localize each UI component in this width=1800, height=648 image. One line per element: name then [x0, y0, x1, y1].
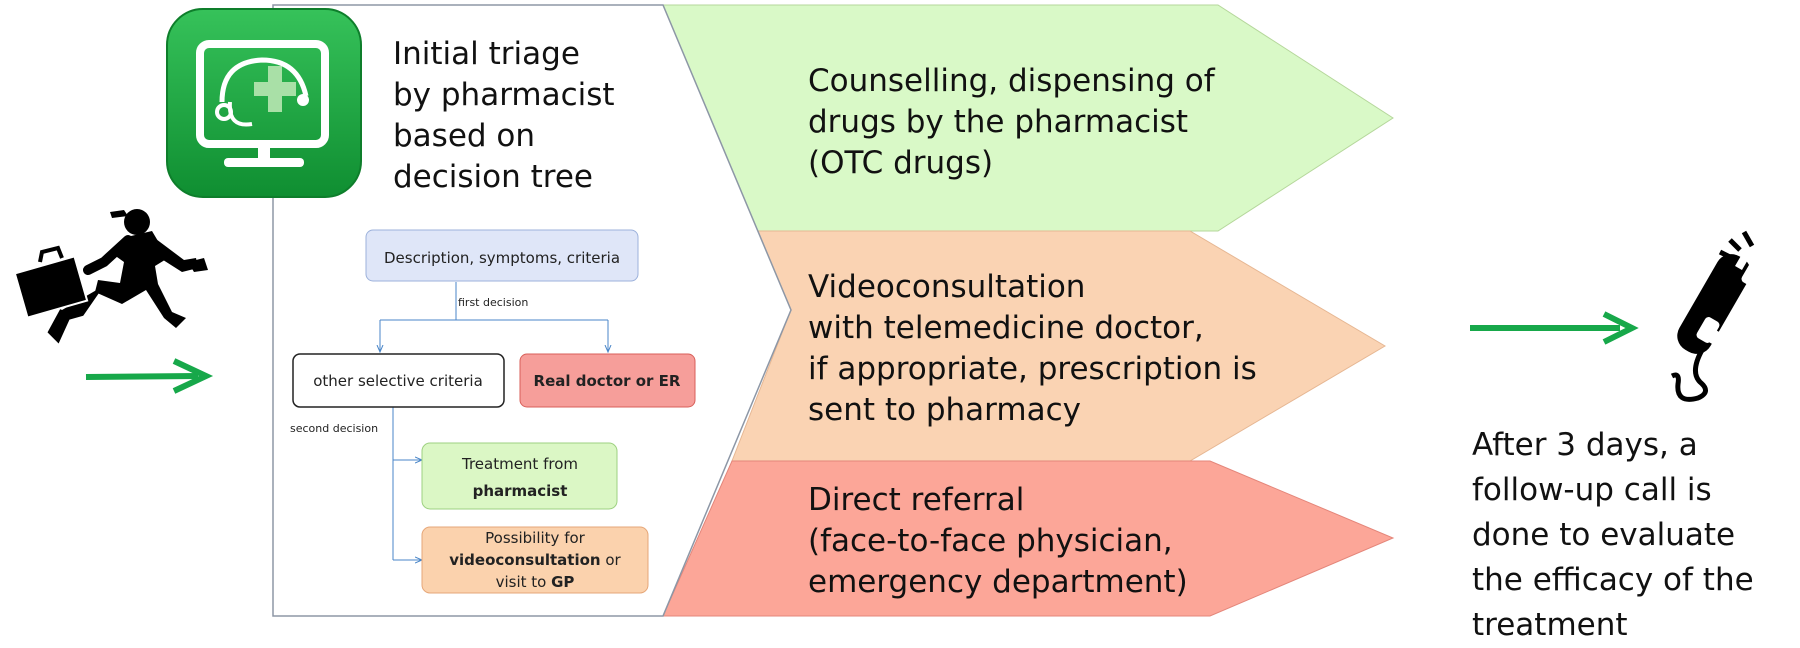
- tree-box-root: Description, symptoms, criteria: [365, 229, 639, 282]
- triage-title: Initial triage by pharmacist based on de…: [393, 36, 624, 195]
- outcome-line: with telemedicine doctor,: [808, 310, 1204, 346]
- tree-video-line1: Possibility for: [485, 529, 585, 547]
- running-businessman-icon: [13, 209, 208, 344]
- tree-video-line2-rest: or: [601, 551, 622, 569]
- tree-real-doctor-label: Real doctor or ER: [534, 372, 681, 390]
- outcome-counselling-text: Counselling, dispensing of drugs by the …: [808, 63, 1225, 181]
- outcome-line: Videoconsultation: [808, 269, 1085, 305]
- tree-connectors: [380, 282, 608, 560]
- outcome-line: drugs by the pharmacist: [808, 104, 1188, 140]
- outcome-videoconsultation-text: Videoconsultation with telemedicine doct…: [808, 269, 1267, 428]
- tree-treatment-line1: Treatment from: [461, 455, 578, 473]
- triage-title-line: by pharmacist: [393, 77, 615, 113]
- tree-video-line2-bold: videoconsultation: [449, 551, 600, 569]
- outcome-line: (face-to-face physician,: [808, 523, 1173, 559]
- telephone-icon: [1670, 230, 1765, 402]
- tree-video-line3: visit to GP: [496, 573, 575, 591]
- arrow-to-followup: [1470, 311, 1639, 345]
- tree-box-other-criteria: other selective criteria: [292, 353, 505, 408]
- telemedicine-monitor-icon: [166, 8, 362, 198]
- tree-treatment-line2: pharmacist: [473, 482, 568, 500]
- tree-box-videoconsultation: Possibility for videoconsultation or vis…: [421, 526, 649, 594]
- second-decision-label: second decision: [290, 422, 378, 435]
- outcome-line: Counselling, dispensing of: [808, 63, 1216, 99]
- tree-box-real-doctor: Real doctor or ER: [519, 353, 696, 408]
- tree-video-line3-pre: visit to: [496, 573, 552, 591]
- tree-other-label: other selective criteria: [313, 372, 483, 390]
- outcome-line: if appropriate, prescription is: [808, 351, 1257, 387]
- triage-panel: [272, 4, 792, 617]
- followup-line: treatment: [1472, 607, 1628, 643]
- followup-line: After 3 days, a: [1472, 427, 1698, 463]
- arrow-to-triage: [85, 358, 214, 394]
- first-decision-label: first decision: [458, 296, 528, 309]
- outcome-line: Direct referral: [808, 482, 1024, 518]
- triage-title-line: based on: [393, 118, 535, 154]
- outcome-line: sent to pharmacy: [808, 392, 1081, 428]
- tree-video-line2: videoconsultation or: [449, 551, 621, 569]
- tree-video-line3-bold: GP: [551, 573, 574, 591]
- triage-title-line: Initial triage: [393, 36, 580, 72]
- followup-text: After 3 days, a follow-up call is done t…: [1472, 423, 1800, 648]
- triage-title-line: decision tree: [393, 159, 593, 195]
- tree-box-treatment: Treatment from pharmacist: [421, 442, 618, 510]
- outcome-referral-text: Direct referral (face-to-face physician,…: [808, 482, 1188, 600]
- followup-line: the efficacy of the: [1472, 562, 1754, 598]
- followup-line: follow-up call is: [1472, 472, 1712, 508]
- tree-root-label: Description, symptoms, criteria: [384, 249, 620, 267]
- outcome-line: emergency department): [808, 564, 1188, 600]
- outcome-line: (OTC drugs): [808, 145, 993, 181]
- followup-line: done to evaluate: [1472, 517, 1736, 553]
